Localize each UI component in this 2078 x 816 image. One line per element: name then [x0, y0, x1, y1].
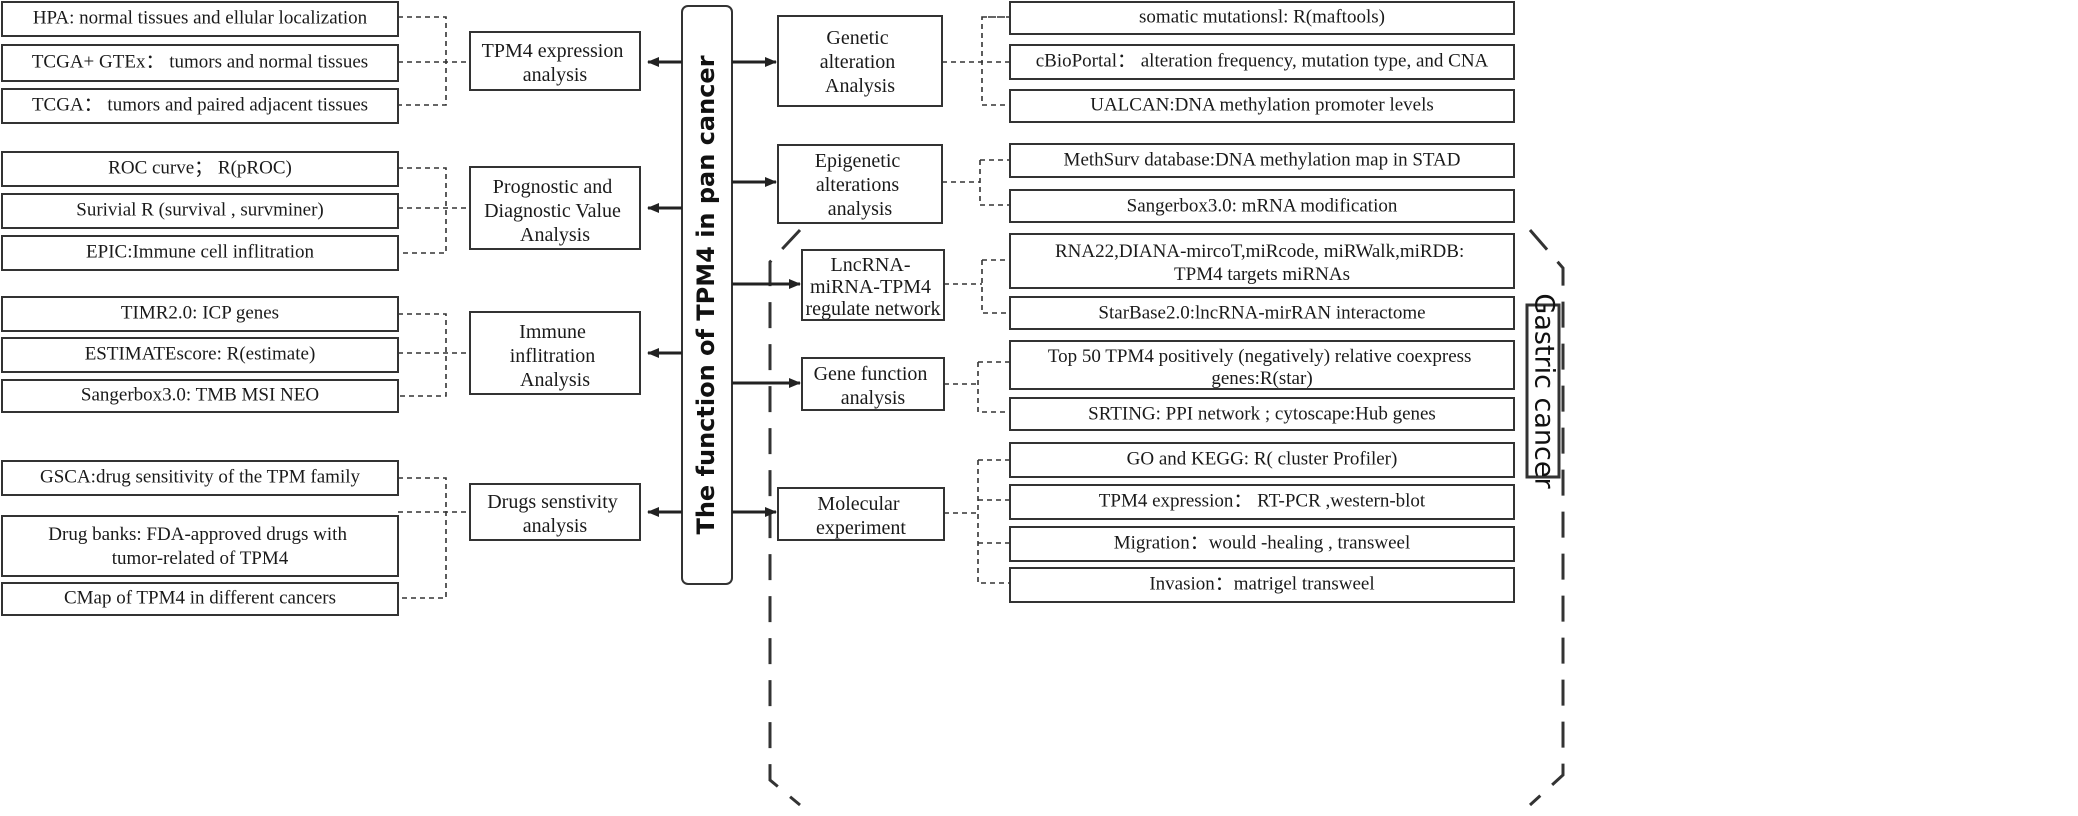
- left-module-drugs: Drugs senstivity analysis GSCA:drug sens…: [1, 460, 682, 616]
- item-box: [1009, 1, 1515, 35]
- gastric-cancer-label: Gastric cancer: [1529, 293, 1560, 489]
- item-box: [1, 296, 399, 332]
- right-module-genetic-alteration: Genetic alteration Analysis somatic muta…: [732, 1, 1515, 123]
- item-text: Top 50 TPM4 positively (negatively) rela…: [1048, 346, 1476, 389]
- item-text: Drug banks: FDA-approved drugs with tumo…: [48, 524, 351, 569]
- item-text: SRTING: PPI network ; cytoscape:Hub gene…: [1088, 403, 1436, 424]
- module-title: Gene function analysis: [814, 363, 933, 409]
- item-text: ESTIMATEscore: R(estimate): [85, 343, 316, 364]
- left-module-immune: Immune inflitration Analysis TIMR2.0: IC…: [1, 296, 682, 413]
- module-title: Molecular experiment: [816, 493, 906, 539]
- module-box: [469, 483, 641, 541]
- module-title: LncRNA- miRNA-TPM4 regulate network: [806, 254, 941, 320]
- item-text: Surivial R (survival , survminer): [76, 199, 324, 220]
- item-box: [1, 44, 399, 82]
- item-text: MethSurv database:DNA methylation map in…: [1064, 149, 1461, 170]
- gastric-bracket-right: [1528, 229, 1565, 807]
- right-module-gene-function: Gene function analysis Top 50 TPM4 posit…: [732, 340, 1515, 431]
- item-box: [1, 151, 399, 187]
- module-box: [469, 311, 641, 395]
- connector: [944, 459, 1010, 584]
- item-text: GO and KEGG: R( cluster Profiler): [1127, 448, 1398, 469]
- item-box: [1, 337, 399, 373]
- item-box: [1009, 44, 1515, 80]
- item-text: UALCAN:DNA methylation promoter levels: [1090, 94, 1434, 115]
- item-box: [1009, 89, 1515, 123]
- connector: [942, 159, 1010, 206]
- gastric-cancer-label-box: [1525, 303, 1561, 479]
- module-box: [469, 31, 641, 91]
- item-text: Sangerbox3.0: mRNA modification: [1127, 195, 1398, 216]
- item-box: [1, 235, 399, 271]
- module-box: [469, 166, 641, 250]
- item-box: [1, 460, 399, 496]
- item-text: Migration：would -healing , transweel: [1114, 532, 1411, 553]
- item-box: [1009, 442, 1515, 478]
- item-box: [1, 582, 399, 616]
- central-box: [681, 5, 733, 585]
- module-title: Genetic alteration Analysis: [820, 27, 901, 97]
- connector: [942, 16, 1010, 106]
- item-text: HPA: normal tissues and ellular localiza…: [33, 7, 368, 28]
- module-box: [801, 357, 945, 411]
- central-node: The function of TPM4 in pan cancer: [681, 5, 733, 585]
- item-text: Invasion：matrigel transweel: [1149, 573, 1374, 594]
- module-title: Immune inflitration Analysis: [510, 321, 601, 391]
- module-box: [777, 144, 943, 224]
- item-box: [1009, 233, 1515, 289]
- item-box: [1009, 567, 1515, 603]
- right-module-epigenetic: Epigenetic alterations analysis MethSurv…: [732, 143, 1515, 224]
- item-box: [1009, 526, 1515, 562]
- item-text: somatic mutationsl: R(maftools): [1139, 6, 1385, 27]
- item-text: Sangerbox3.0: TMB MSI NEO: [81, 384, 319, 405]
- right-module-molecular-experiment: Molecular experiment GO and KEGG: R( clu…: [732, 442, 1515, 603]
- module-title: Drugs senstivity analysis: [487, 491, 623, 537]
- gastric-cancer-region: Gastric cancer: [768, 228, 1565, 807]
- item-box: [1, 515, 399, 577]
- item-text: TCGA： tumors and paired adjacent tissues: [32, 94, 368, 115]
- connector: [398, 167, 470, 254]
- item-text: cBioPortal： alteration frequency, mutati…: [1036, 50, 1489, 71]
- module-box: [777, 487, 945, 541]
- left-module-tpm4-expression: TPM4 expression analysis HPA: normal tis…: [1, 1, 682, 124]
- item-text: RNA22,DIANA-mircoT,miRcode, miRWalk,miRD…: [1055, 241, 1469, 285]
- module-box: [801, 249, 945, 321]
- module-title: Epigenetic alterations analysis: [815, 150, 906, 220]
- module-box: [777, 15, 943, 107]
- central-label: The function of TPM4 in pan cancer: [692, 55, 720, 534]
- module-title: TPM4 expression analysis: [482, 40, 629, 86]
- item-text: TCGA+ GTEx： tumors and normal tissues: [32, 51, 368, 72]
- left-module-prognostic: Prognostic and Diagnostic Value Analysis…: [1, 151, 682, 271]
- module-title: Prognostic and Diagnostic Value Analysis: [484, 176, 626, 246]
- item-text: GSCA:drug sensitivity of the TPM family: [40, 466, 361, 487]
- connector: [398, 16, 470, 106]
- connector: [398, 477, 470, 599]
- item-box: [1009, 484, 1515, 520]
- item-text: ROC curve； R(pROC): [108, 157, 292, 178]
- item-text: EPIC:Immune cell inflitration: [86, 241, 314, 262]
- connector: [944, 361, 1010, 413]
- item-box: [1009, 189, 1515, 223]
- connector: [398, 313, 470, 397]
- item-box: [1009, 397, 1515, 431]
- item-box: [1009, 296, 1515, 330]
- item-box: [1009, 143, 1515, 178]
- item-box: [1, 193, 399, 229]
- right-module-lncrna-network: LncRNA- miRNA-TPM4 regulate network RNA2…: [732, 233, 1515, 330]
- item-text: StarBase2.0:lncRNA-mirRAN interactome: [1098, 302, 1425, 323]
- item-box: [1, 1, 399, 37]
- item-text: TIMR2.0: ICP genes: [121, 302, 279, 323]
- gastric-bracket-left: [768, 228, 802, 807]
- connector: [944, 259, 1010, 314]
- item-box: [1009, 340, 1515, 390]
- item-text: TPM4 expression： RT-PCR ,western-blot: [1099, 490, 1426, 511]
- item-text: CMap of TPM4 in different cancers: [64, 587, 336, 608]
- item-box: [1, 379, 399, 413]
- item-box: [1, 88, 399, 124]
